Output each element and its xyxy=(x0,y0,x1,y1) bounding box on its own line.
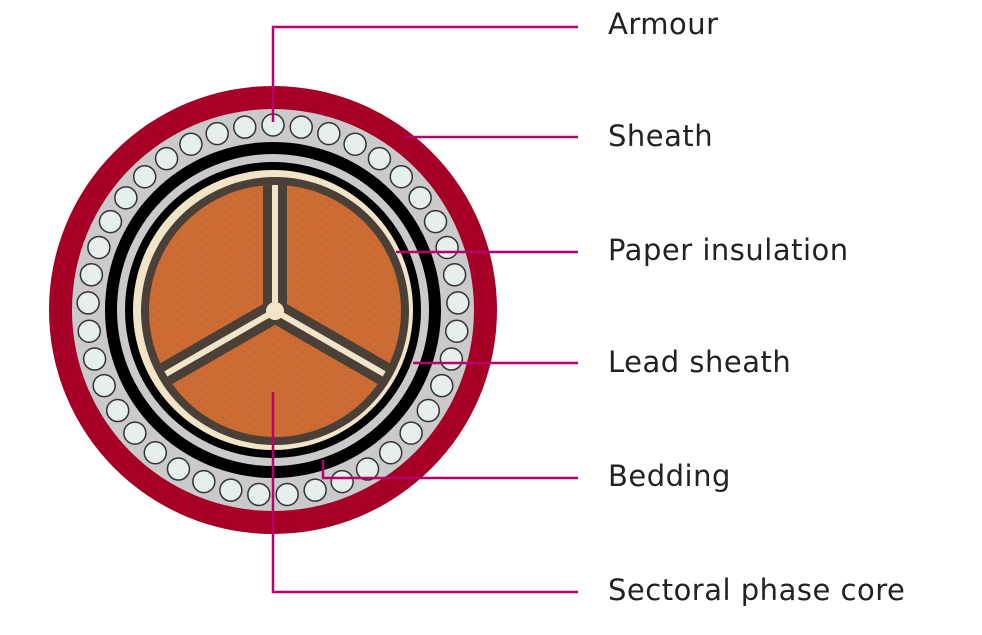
leader-sectoral-phase-core xyxy=(271,392,578,594)
armour-wire xyxy=(92,373,116,398)
leader-armour xyxy=(271,25,578,122)
armour-wire xyxy=(87,235,111,260)
armour-wire xyxy=(98,209,123,234)
armour-wire xyxy=(154,146,179,171)
armour-wire xyxy=(233,115,257,139)
label-lead-sheath: Lead sheath xyxy=(608,345,792,379)
label-sheath: Sheath xyxy=(608,119,714,153)
leader-lines xyxy=(271,25,578,594)
armour-wire xyxy=(430,373,454,398)
armour-wire xyxy=(378,440,403,465)
armour-wire xyxy=(423,209,448,234)
armour-wire xyxy=(166,457,191,481)
armour-wire xyxy=(82,347,107,371)
armour-wire xyxy=(435,235,459,260)
armour-wire xyxy=(399,421,423,445)
armour-wire xyxy=(446,291,470,315)
armour-wire xyxy=(367,146,392,171)
armour-wire xyxy=(416,398,441,423)
armour-wire xyxy=(439,347,464,371)
core-separators xyxy=(149,185,401,394)
armour-wire xyxy=(143,440,168,465)
label-sectoral-phase-core: Sectoral phase core xyxy=(608,573,906,607)
leader-bedding xyxy=(321,460,578,480)
armour-wire xyxy=(179,132,203,156)
armour-wire xyxy=(132,164,157,189)
armour-wire xyxy=(330,469,354,494)
armour-wires xyxy=(76,113,470,507)
armour-wire xyxy=(442,263,467,287)
armour-wire xyxy=(317,121,341,146)
armour-wire xyxy=(79,263,104,287)
armour-wire xyxy=(114,186,138,210)
armour-wire xyxy=(77,319,101,343)
armour-wire xyxy=(275,482,299,507)
armour-wire xyxy=(289,115,313,139)
label-paper-insulation: Paper insulation xyxy=(608,233,849,267)
armour-wire xyxy=(445,319,469,343)
armour-wire xyxy=(76,291,100,315)
armour-wire xyxy=(343,132,367,156)
armour-wire xyxy=(408,186,432,210)
armour-wire xyxy=(205,121,229,146)
armour-wire xyxy=(303,478,327,502)
armour-wire xyxy=(192,469,216,494)
armour-wire xyxy=(355,457,380,481)
armour-wire xyxy=(219,478,243,502)
armour-wire xyxy=(105,398,130,423)
label-armour: Armour xyxy=(608,7,719,41)
armour-wire xyxy=(123,421,147,445)
label-bedding: Bedding xyxy=(608,459,731,493)
armour-wire xyxy=(247,482,271,507)
armour-wire xyxy=(389,164,414,189)
